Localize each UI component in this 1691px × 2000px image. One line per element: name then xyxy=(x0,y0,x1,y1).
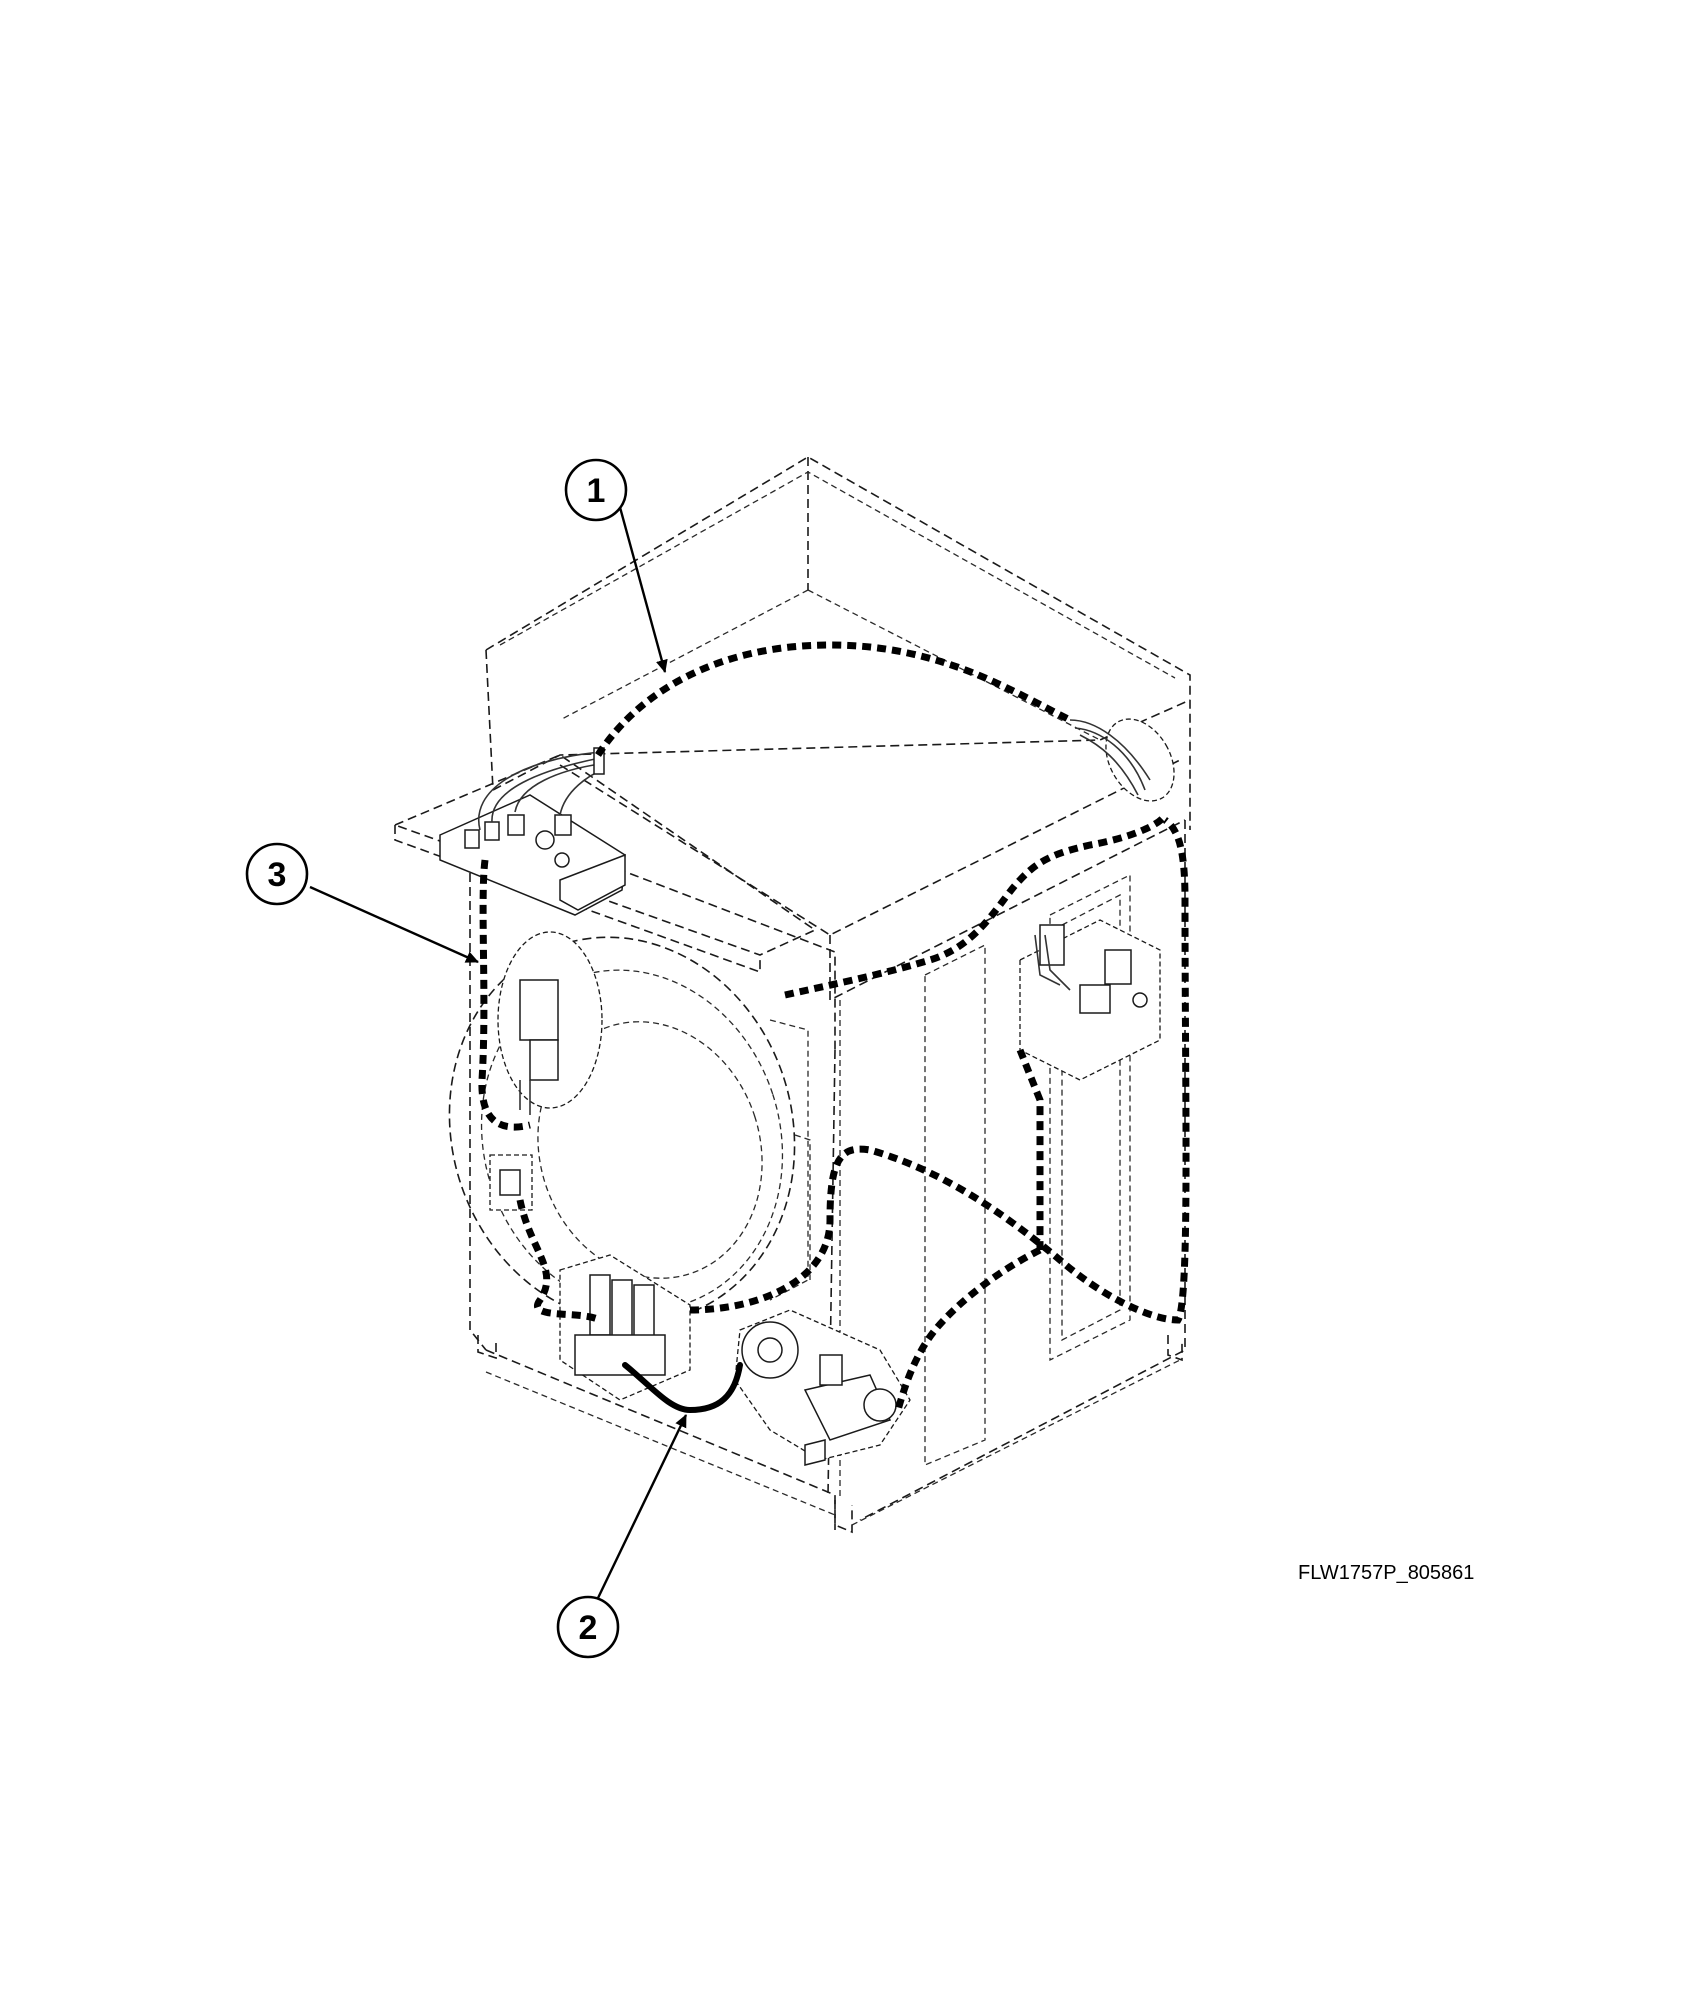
wire-harness-3-lower xyxy=(894,1246,1042,1411)
wire-harness-1 xyxy=(595,641,1072,757)
drain-pump-motor xyxy=(734,1309,911,1466)
leader-line-3 xyxy=(309,885,479,964)
inlet-valve-assembly xyxy=(1019,919,1161,1081)
callout-1: 1 xyxy=(564,458,628,522)
wire-harness-3-front xyxy=(516,1199,602,1324)
callout-3: 3 xyxy=(245,842,309,906)
callout-2: 2 xyxy=(556,1595,620,1659)
figure-id-label: FLW1757P_805861 xyxy=(1298,1562,1475,1584)
contactor-block xyxy=(559,1254,691,1401)
wire-harness-2 xyxy=(622,1362,743,1414)
wire-harness-3-crossover xyxy=(689,817,1190,1324)
control-board xyxy=(439,747,626,916)
callout-3-label: 3 xyxy=(268,856,287,894)
leader-line-2 xyxy=(596,1414,688,1599)
wire-harness-3-cabinet xyxy=(1016,1048,1044,1250)
callout-1-label: 1 xyxy=(587,472,606,510)
wire-harness-3-upper xyxy=(784,812,1169,999)
door-lock-assembly xyxy=(489,931,603,1211)
wire-harness-3 xyxy=(478,859,531,1131)
callout-2-label: 2 xyxy=(579,1609,598,1647)
rear-connector-bundle xyxy=(1069,718,1175,802)
leader-line-1 xyxy=(616,499,668,673)
